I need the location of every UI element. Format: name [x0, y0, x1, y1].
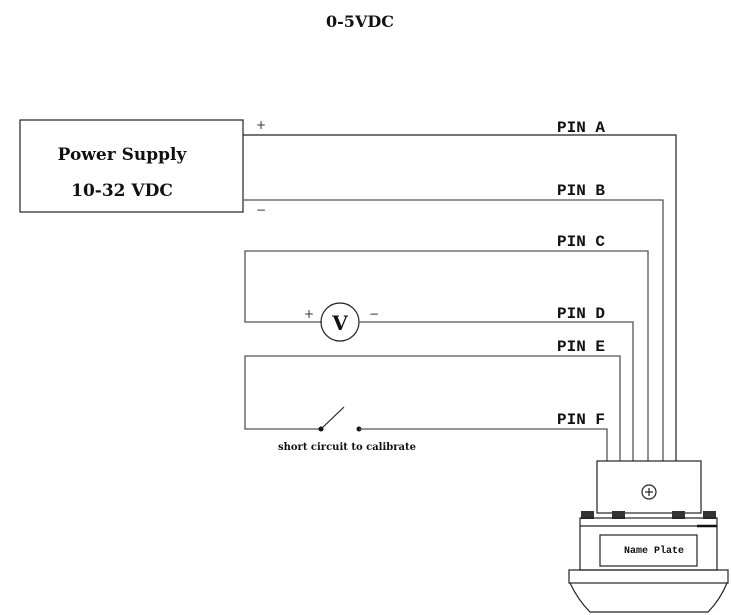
wire-pin-f	[359, 428, 608, 461]
power-supply-plus-sign: +	[256, 118, 266, 132]
name-plate-label: Name Plate	[624, 545, 684, 557]
wire-pin-b	[243, 199, 664, 461]
pin-c-label: PIN C	[557, 233, 605, 251]
wire-pin-e	[244, 355, 621, 461]
name-plate	[599, 534, 698, 567]
pin-d-label: PIN D	[557, 305, 605, 323]
diagram-title: 0-5VDC	[326, 12, 394, 31]
nut-4	[703, 511, 716, 519]
pin-a-label: PIN A	[557, 119, 605, 137]
sensor-connector-housing	[596, 460, 702, 514]
nut-1	[581, 511, 594, 519]
sensor-flange	[568, 569, 729, 584]
voltmeter-plus-sign: +	[304, 307, 314, 321]
power-supply-label: Power Supply	[58, 145, 188, 165]
voltmeter: V + −	[304, 302, 379, 342]
voltmeter-minus-sign: −	[369, 307, 379, 321]
power-supply-minus-sign: −	[256, 203, 266, 217]
power-supply-voltage: 10-32 VDC	[71, 181, 173, 201]
calibration-switch: short circuit to calibrate	[278, 406, 416, 453]
sensor-base	[569, 582, 728, 613]
pin-e-label: PIN E	[557, 338, 605, 356]
screw-icon	[641, 484, 657, 500]
power-supply: Power Supply 10-32 VDC + −	[19, 118, 266, 217]
nut-3	[672, 511, 685, 519]
switch-caption: short circuit to calibrate	[278, 442, 416, 453]
voltmeter-symbol: V	[331, 311, 348, 335]
wire-pin-d	[359, 321, 634, 461]
nut-2	[612, 511, 625, 519]
sensor: Name Plate	[568, 460, 729, 613]
power-supply-box	[19, 119, 244, 213]
pin-b-label: PIN B	[557, 182, 605, 200]
wire-pin-a	[243, 134, 677, 461]
switch-lever	[320, 406, 345, 430]
wire-pin-c	[244, 250, 649, 461]
pin-f-label: PIN F	[557, 411, 605, 429]
